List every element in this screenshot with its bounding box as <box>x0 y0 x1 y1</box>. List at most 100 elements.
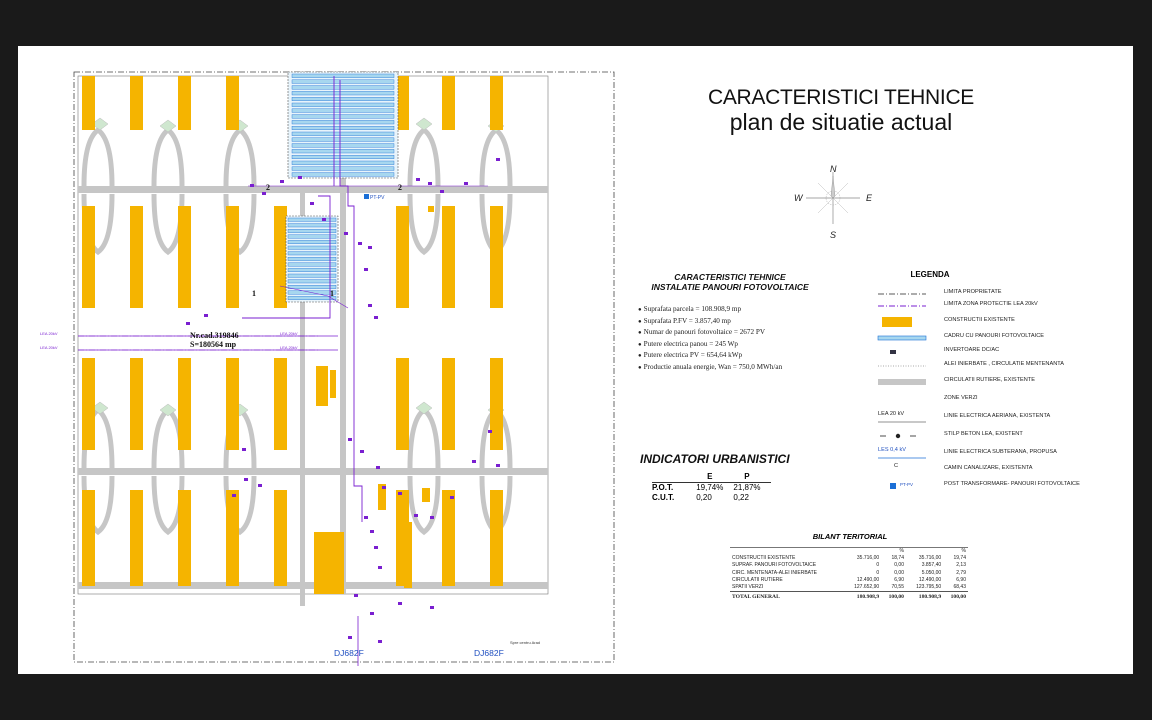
road-loop <box>151 193 185 256</box>
blue-bar-icon <box>876 331 930 343</box>
bilant-d: 68,43 <box>953 584 966 591</box>
pv-panel-row <box>287 228 337 233</box>
title-line-1: CARACTERISTICI TEHNICE <box>707 86 975 109</box>
bilant-pct-2: % <box>943 547 968 556</box>
building <box>396 76 409 130</box>
building <box>442 206 455 308</box>
bilant-table: % % CONSTRUCTII EXISTENTE 35.716,00 18,7… <box>730 547 968 602</box>
inverter-marker <box>358 242 362 245</box>
bilant-a: 127.652,90 <box>854 584 880 591</box>
legend-label: POST TRANSFORMARE- PANOURI FOTOVOLTAICE <box>944 481 1080 487</box>
inverter-marker <box>374 546 378 549</box>
slide: Nr.cad.319846 S=180564 mp DJ682F DJ682F … <box>18 46 1133 674</box>
pv-panel-row <box>291 85 395 90</box>
building <box>378 484 386 510</box>
building <box>428 206 434 212</box>
building <box>490 490 503 586</box>
pv-panel-row <box>287 296 337 300</box>
section-mark-4: 1 <box>330 289 334 298</box>
building <box>226 358 239 450</box>
electrical-line <box>242 195 331 319</box>
pv-panel-row <box>291 125 395 130</box>
pv-frame <box>287 71 399 179</box>
inverter-marker <box>472 460 476 463</box>
legend-symbol-text: LES 0,4 kV <box>878 447 906 453</box>
bilant-name: SPATII VERZI <box>732 584 764 591</box>
inverter-marker <box>488 430 492 433</box>
legend-symbol-text: C <box>894 463 899 469</box>
building <box>490 358 503 450</box>
building <box>396 206 409 308</box>
pv-panel-row <box>287 273 337 278</box>
bilant-c: 35.716,00 <box>918 555 942 562</box>
inverter-marker <box>242 448 246 451</box>
inverter-marker <box>348 636 352 639</box>
pv-panel-row <box>287 262 337 267</box>
pv-panel-row <box>291 143 395 148</box>
road-loop <box>151 126 185 187</box>
road <box>340 76 346 594</box>
cad-surface: S=180564 mp <box>190 340 237 349</box>
inverter-marker <box>280 180 284 183</box>
indicators-col-p: P <box>744 472 750 481</box>
compass-n: N <box>830 164 837 174</box>
indicator-key: P.O.T. <box>652 483 674 492</box>
building <box>442 490 455 586</box>
indicators-col-e: E <box>707 472 713 481</box>
legend-symbol-text: LEA 20 kV <box>878 411 905 417</box>
legend-symbol-text: PT-PV <box>900 482 914 487</box>
bilant-c: 123.795,50 <box>916 584 942 591</box>
slide-title: CARACTERISTICI TEHNICE plan de situatie … <box>696 86 986 136</box>
inverter-marker <box>298 176 302 179</box>
lea-left-label-1: LEA 20kV <box>40 331 58 336</box>
legend-item: CONSTRUCTII EXISTENTE <box>874 315 1114 327</box>
inverter-marker <box>398 492 402 495</box>
pv-panel-row <box>291 120 395 125</box>
bilant-b: 70,55 <box>891 584 904 591</box>
bilant-name: SUPRAF. PANOURI FOTOVOLTAICE <box>732 562 817 569</box>
bilant-b: 18,74 <box>891 555 904 562</box>
road <box>300 186 305 606</box>
inverter-marker <box>450 496 454 499</box>
inverter-marker <box>204 314 208 317</box>
ptpv-label: PT-PV <box>370 195 385 201</box>
indicator-e: 0,20 <box>696 493 712 502</box>
road-loop <box>81 126 115 187</box>
building <box>274 206 287 308</box>
pv-panel-row <box>291 114 395 119</box>
building <box>404 522 412 588</box>
legend-item: PT-PV POST TRANSFORMARE- PANOURI FOTOVOLT… <box>874 479 1114 491</box>
inverter-marker <box>232 494 236 497</box>
inverter-marker <box>364 268 368 271</box>
urban-indicators: INDICATORI URBANISTICI E P P.O.T. 19,74%… <box>640 452 800 503</box>
section-mark-3: 1 <box>252 289 256 298</box>
site-plan: Nr.cad.319846 S=180564 mp DJ682F DJ682F … <box>40 71 615 666</box>
pv-panel-row <box>287 284 337 289</box>
bilant-b: 6,90 <box>894 576 904 583</box>
electrical-line <box>279 285 349 309</box>
legend-item: CIRCULATII RUTIERE, EXISTENTE <box>874 375 1114 387</box>
road-loop <box>407 475 441 536</box>
legend-item: LIMITA ZONA PROTECTIE LEA 20kV <box>874 299 1114 311</box>
legend-label: CIRCULATII RUTIERE, EXISTENTE <box>944 377 1035 383</box>
compass-rose-icon <box>806 172 860 224</box>
inverter-marker <box>322 218 326 221</box>
inverter-marker <box>370 530 374 533</box>
pv-panel-row <box>287 268 337 272</box>
inverter-marker <box>360 450 364 453</box>
building <box>226 206 239 308</box>
specs-list: Suprafata parcela = 108.908,9 mp Suprafa… <box>638 304 830 374</box>
table-row: TOTAL GENERAL 180.908,9 100,00 180.908,9… <box>730 591 968 602</box>
inverter-marker <box>310 202 314 205</box>
title-line-2: plan de situatie actual <box>729 109 953 135</box>
road-label-2: DJ682F <box>474 648 504 658</box>
spec-item: Productie anuala energie, Wan = 750,0 MW… <box>638 362 830 374</box>
lea-mid-label-2: LEA 20kV <box>280 345 298 350</box>
inverter-marker <box>368 246 372 249</box>
building <box>396 358 409 450</box>
pv-panel-row <box>291 149 395 154</box>
lea-left-label-2: LEA 20kV <box>40 345 58 350</box>
legend-label: LIMITA ZONA PROTECTIE LEA 20kV <box>944 301 1038 307</box>
